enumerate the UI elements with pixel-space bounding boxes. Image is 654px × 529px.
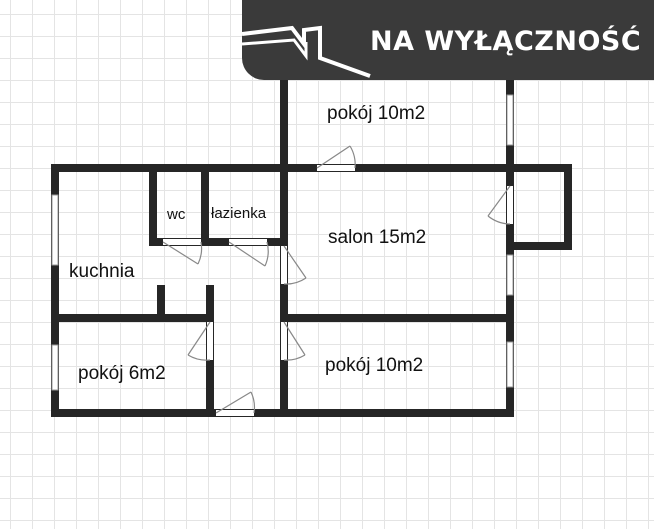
door-salon-annex — [487, 185, 513, 225]
window-top-room — [506, 94, 514, 146]
agency-banner — [242, 0, 654, 80]
windows — [51, 94, 514, 391]
room-label-pokoj-bottom: pokój 10m2 — [325, 355, 424, 376]
window-salon — [506, 254, 514, 296]
room-label-salon: salon 15m2 — [328, 227, 427, 248]
door-lazienka — [228, 239, 269, 267]
window-small-room — [51, 344, 59, 391]
window-kitchen — [51, 194, 59, 266]
door-wc — [162, 239, 203, 265]
door-small-room — [187, 321, 213, 361]
doors — [162, 145, 513, 416]
door-entrance — [215, 391, 256, 416]
room-label-kuchnia: kuchnia — [69, 261, 135, 282]
room-label-pokoj-top: pokój 10m2 — [327, 103, 426, 124]
room-label-lazienka: łazienka — [211, 205, 267, 222]
window-bottom-room — [506, 341, 514, 388]
house-roof-icon — [242, 25, 371, 78]
door-bottom-room — [281, 321, 306, 361]
room-label-wc: wc — [167, 206, 186, 223]
room-label-pokoj-small: pokój 6m2 — [78, 363, 166, 384]
door-top-room — [316, 145, 356, 171]
banner-title: NA WYŁĄCZNOŚĆ — [370, 26, 642, 57]
door-salon — [281, 245, 307, 285]
